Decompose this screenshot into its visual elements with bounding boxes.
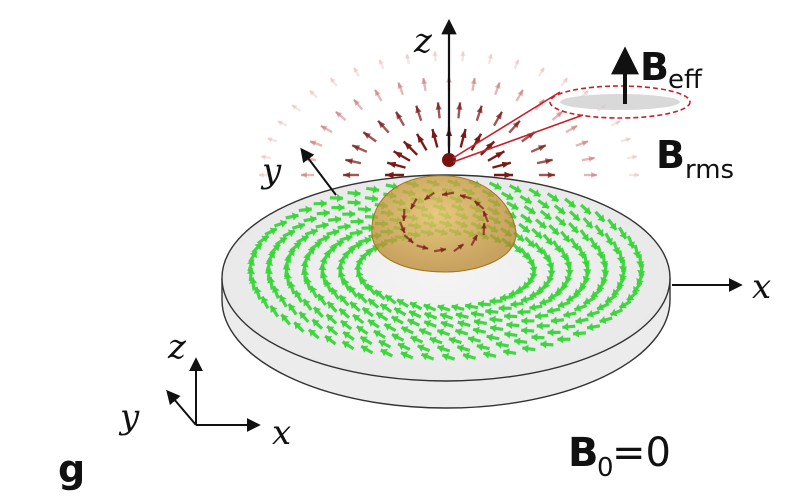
origin-dot — [442, 153, 456, 167]
small-z-label: z — [167, 327, 187, 367]
b-eff-subscript: eff — [668, 65, 703, 95]
main-z-label: z — [413, 21, 433, 61]
small-y-label: y — [118, 397, 140, 437]
b0-symbol: B — [568, 430, 599, 476]
main-y-label: y — [260, 151, 282, 191]
panel-label: g — [58, 447, 85, 491]
b-rms-symbol: B — [656, 133, 685, 177]
y-axis — [302, 150, 336, 195]
b0-equals: =0 — [612, 430, 671, 476]
small-x-label: x — [272, 413, 291, 453]
main-x-label: x — [752, 267, 771, 307]
b-eff-symbol: B — [640, 45, 669, 89]
b-rms-subscript: rms — [685, 155, 734, 185]
